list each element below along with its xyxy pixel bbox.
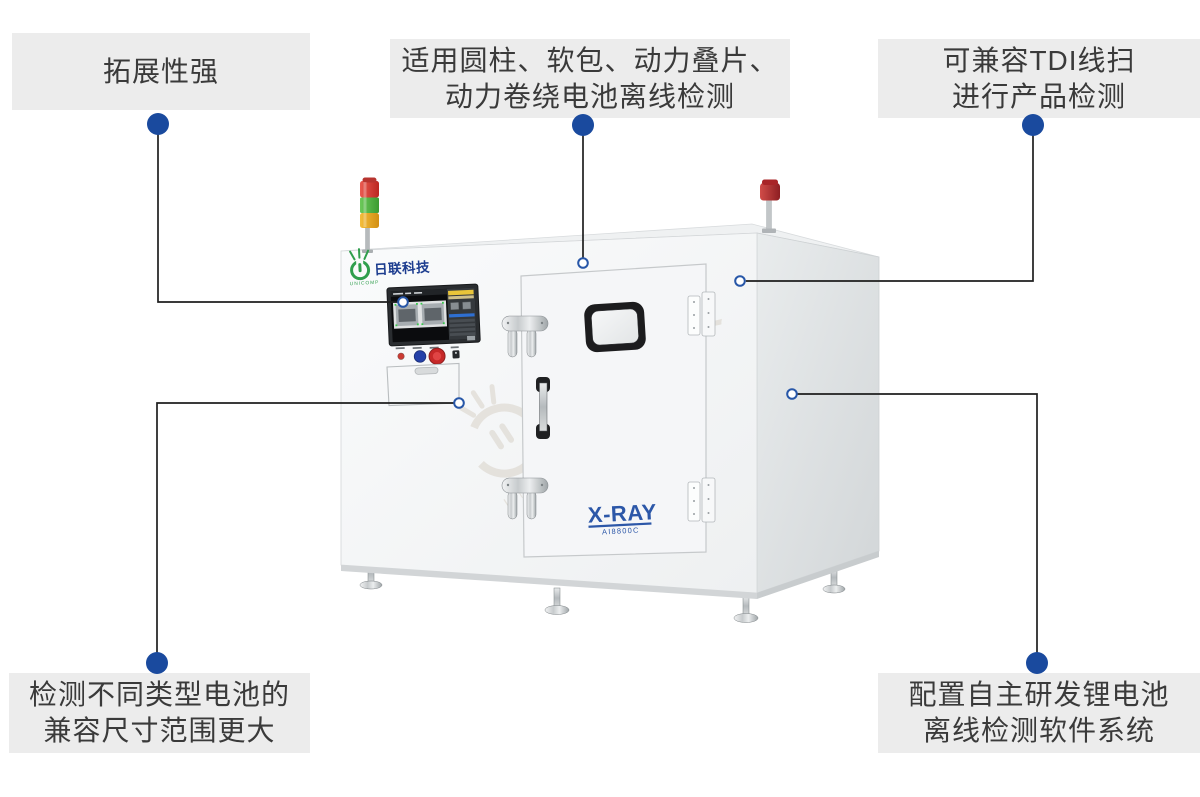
watermark: 日联科技 UNICOMP [457, 280, 732, 511]
anchor-monitor [397, 296, 409, 308]
xray-label: X-RAY [587, 499, 657, 528]
callout-anchor-rings [397, 257, 798, 409]
xray-cabinet: 日联科技 UNICOMP [340, 177, 880, 623]
leveling-feet [359, 563, 846, 623]
button-labels [395, 346, 459, 350]
feature-box-battery-types: 适用圆柱、软包、动力叠片、 动力卷绕电池离线检测 [390, 39, 790, 118]
cabinet-base-side [757, 551, 879, 599]
dot-bottom-left [146, 652, 168, 674]
cabinet-base-front [341, 565, 757, 599]
door-window [584, 301, 646, 353]
cabinet-front-face [340, 232, 758, 594]
feature-box-software-system: 配置自主研发锂电池 离线检测软件系统 [878, 673, 1200, 753]
feature-text: 检测不同类型电池的 [28, 679, 290, 710]
keyboard-tray [386, 362, 460, 407]
signal-tower-light [360, 177, 379, 253]
dot-bottom-right [1026, 652, 1048, 674]
anchor-door-top [577, 257, 589, 269]
watermark-latin: UNICOMP [501, 438, 602, 511]
blue-push-button [413, 350, 427, 363]
tower-lamp-amber [360, 213, 379, 228]
cabinet-right-face [756, 232, 880, 594]
brand-name: 日联科技 [374, 258, 431, 277]
connector-bottom-right [797, 393, 1038, 663]
door-interlock-top [501, 315, 549, 358]
tower-lamp-green [360, 197, 379, 213]
door-model-label: X-RAY AI8800C [587, 499, 657, 537]
feature-text: 进行产品检测 [951, 80, 1126, 112]
shield-door: X-RAY AI8800C [501, 263, 716, 558]
door-hinge-bottom [687, 477, 716, 523]
beacon-light [760, 179, 780, 233]
door-interlock-bottom [501, 477, 549, 520]
feature-box-size-compatibility: 检测不同类型电池的 兼容尺寸范围更大 [9, 673, 310, 753]
feature-text: 离线检测软件系统 [922, 715, 1155, 746]
door-handle [536, 377, 550, 439]
callout-connectors [156, 124, 1038, 663]
brand-logo: 日联科技 UNICOMP [349, 248, 431, 288]
cabinet-top-face [340, 223, 880, 258]
anchor-tray [453, 397, 465, 409]
feature-text: 动力卷绕电池离线检测 [444, 80, 735, 112]
logo-rays-icon [349, 248, 370, 261]
feature-box-expandability: 拓展性强 [12, 33, 310, 110]
tower-lamp-red [360, 181, 379, 198]
anchor-side-upper [734, 275, 746, 287]
feature-text: 适用圆柱、软包、动力叠片、 [401, 44, 779, 76]
connector-bottom-left [156, 402, 454, 663]
door-hinge-top [687, 291, 716, 337]
brand-latin: UNICOMP [350, 280, 380, 288]
callout-dots [146, 113, 1048, 674]
indicator-led [397, 352, 405, 360]
key-switch [452, 350, 460, 359]
screen-toolbar [393, 291, 423, 295]
feature-text: 可兼容TDI线扫 [942, 44, 1136, 76]
screen-side-panel [446, 287, 477, 341]
connector-top-right [745, 125, 1034, 282]
emergency-stop-button [428, 347, 446, 365]
model-number: AI8800C [602, 526, 640, 537]
control-buttons [395, 346, 460, 365]
feature-box-tdi-line-scan: 可兼容TDI线扫 进行产品检测 [878, 39, 1200, 118]
anchor-side-lower [786, 388, 798, 400]
connector-top-left [157, 124, 398, 303]
dot-top-left [147, 113, 169, 135]
monitor [386, 283, 481, 347]
feature-text: 兼容尺寸范围更大 [43, 715, 276, 746]
feature-text: 配置自主研发锂电池 [908, 679, 1170, 710]
feature-text: 拓展性强 [102, 55, 219, 87]
watermark-text: 日联科技 [528, 280, 731, 438]
xray-image-cells [394, 301, 445, 327]
